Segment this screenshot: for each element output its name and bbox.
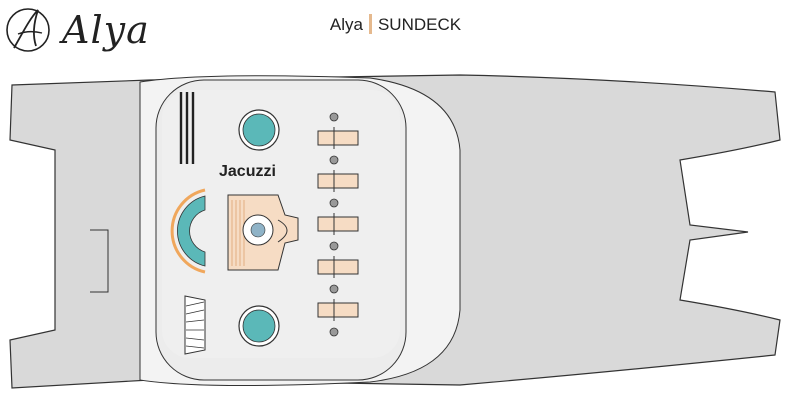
jacuzzi-top [238, 109, 280, 151]
lounger-post-2 [329, 198, 339, 208]
railing-lines [179, 92, 195, 164]
lounger-3 [317, 213, 359, 235]
lounger-4 [317, 256, 359, 278]
jacuzzi-label: Jacuzzi [219, 163, 276, 180]
lounger-column [317, 112, 359, 337]
bar-unit [227, 194, 299, 271]
logo-wordmark: Alya [62, 8, 150, 52]
aft-step [90, 229, 109, 293]
spiral-staircase [184, 295, 206, 355]
title-separator [368, 14, 372, 34]
lounger-2 [317, 170, 359, 192]
deck-name: SUNDECK [377, 15, 462, 34]
lounger-post-5 [329, 327, 339, 337]
lounger-post-3 [329, 241, 339, 251]
jacuzzi-bottom [238, 305, 280, 347]
lounger-post-1 [329, 155, 339, 165]
alya-monogram-icon [6, 8, 50, 52]
lounger-1 [317, 112, 359, 149]
curved-bench [170, 188, 206, 274]
lounger-5 [317, 299, 359, 321]
lounger-post-4 [329, 284, 339, 294]
brand-name: Alya [329, 15, 363, 34]
alya-logo: Alya [4, 4, 174, 60]
page-title: Alya SUNDECK [0, 14, 791, 35]
